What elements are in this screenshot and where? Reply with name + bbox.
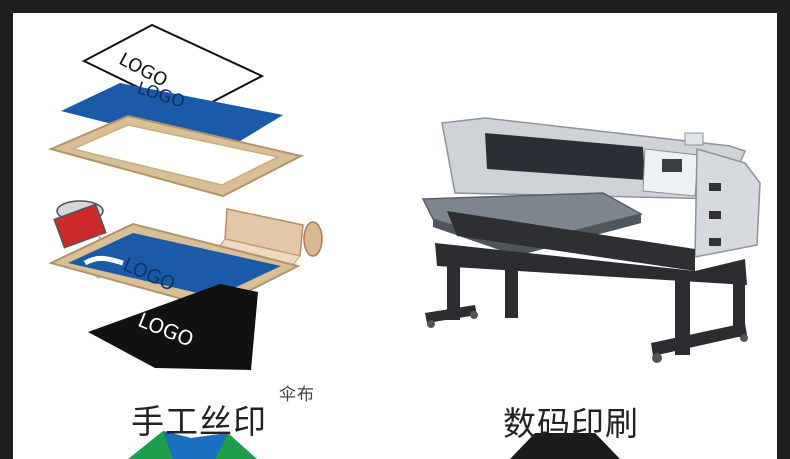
digital-printer-illustration [395, 13, 777, 459]
shirt-preview-right [510, 433, 620, 459]
digital-printing-caption: 数码印刷 [503, 404, 639, 443]
wooden-frame-empty [47, 114, 304, 198]
ink-can-icon [53, 200, 108, 279]
wheel-icon [740, 334, 748, 342]
control-panel-icon [662, 159, 682, 172]
wheel-icon [470, 311, 478, 319]
printer-drawing [421, 117, 761, 459]
content-panel: LOGO LOGO [13, 13, 777, 459]
shirt-preview-left [128, 431, 257, 459]
umbrella-fabric-label: 伞布 [279, 385, 315, 405]
wheel-icon [427, 320, 435, 328]
printed-fabric [88, 284, 258, 370]
screen-printing-illustration: LOGO LOGO [13, 13, 395, 459]
wheel-icon [652, 353, 662, 363]
screen-printing-drawing: LOGO LOGO [47, 23, 323, 459]
blue-ink-layer [61, 83, 283, 152]
manual-screen-printing-caption: 手工丝印 [131, 402, 267, 441]
wooden-frame-with-screen: LOGO [48, 222, 301, 310]
